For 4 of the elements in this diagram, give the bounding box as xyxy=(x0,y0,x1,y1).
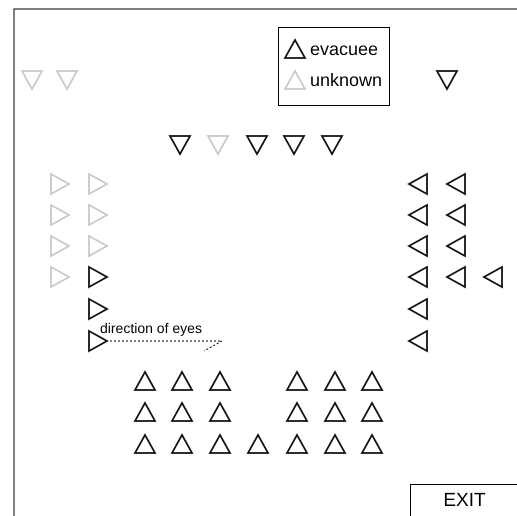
legend-label: unknown xyxy=(310,71,382,89)
annotation-text: direction of eyes xyxy=(100,321,202,335)
exit-sign: EXIT xyxy=(410,484,517,516)
legend-label: evacuee xyxy=(310,40,378,58)
